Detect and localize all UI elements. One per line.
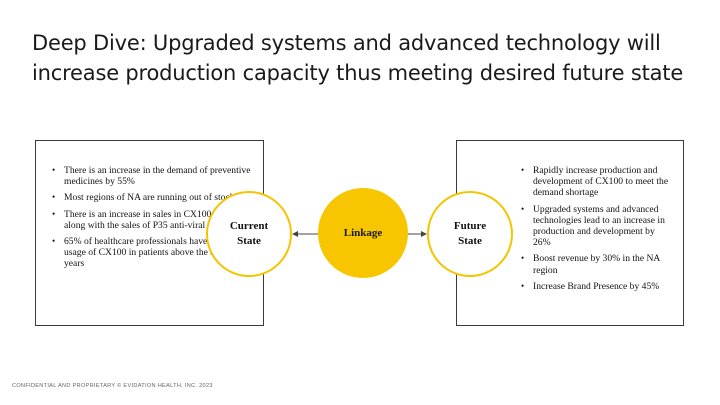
linkage-label: Linkage — [343, 226, 383, 239]
slide-title: Deep Dive: Upgraded systems and advanced… — [32, 31, 684, 85]
bullet-item: There is an increase in sales in CX100 b… — [52, 209, 251, 231]
current-state-label: Current State — [229, 220, 269, 247]
confidential-footer: CONFIDENTIAL AND PROPRIETARY © EVIDATION… — [12, 383, 213, 389]
future-state-bullet-list: Rapidly increase production and developm… — [521, 165, 673, 292]
bullet-item: Rapidly increase production and developm… — [521, 165, 673, 199]
current-state-bullet-list: There is an increase in the demand of pr… — [46, 165, 251, 270]
bullet-item: Increase Brand Presence by 45% — [521, 281, 673, 292]
bullet-item: 65% of healthcare professionals have adv… — [52, 236, 251, 270]
bullet-item: There is an increase in the demand of pr… — [52, 165, 251, 187]
bullet-item: Upgraded systems and advanced technologi… — [521, 204, 673, 249]
bullet-item: Most regions of NA are running out of st… — [52, 192, 251, 203]
bullet-item: Boost revenue by 30% in the NA region — [521, 253, 673, 275]
linkage-circle: Linkage — [318, 188, 408, 278]
current-state-circle: Current State — [206, 191, 292, 277]
future-state-circle: Future State — [427, 191, 513, 277]
future-state-label: Future State — [453, 220, 487, 247]
